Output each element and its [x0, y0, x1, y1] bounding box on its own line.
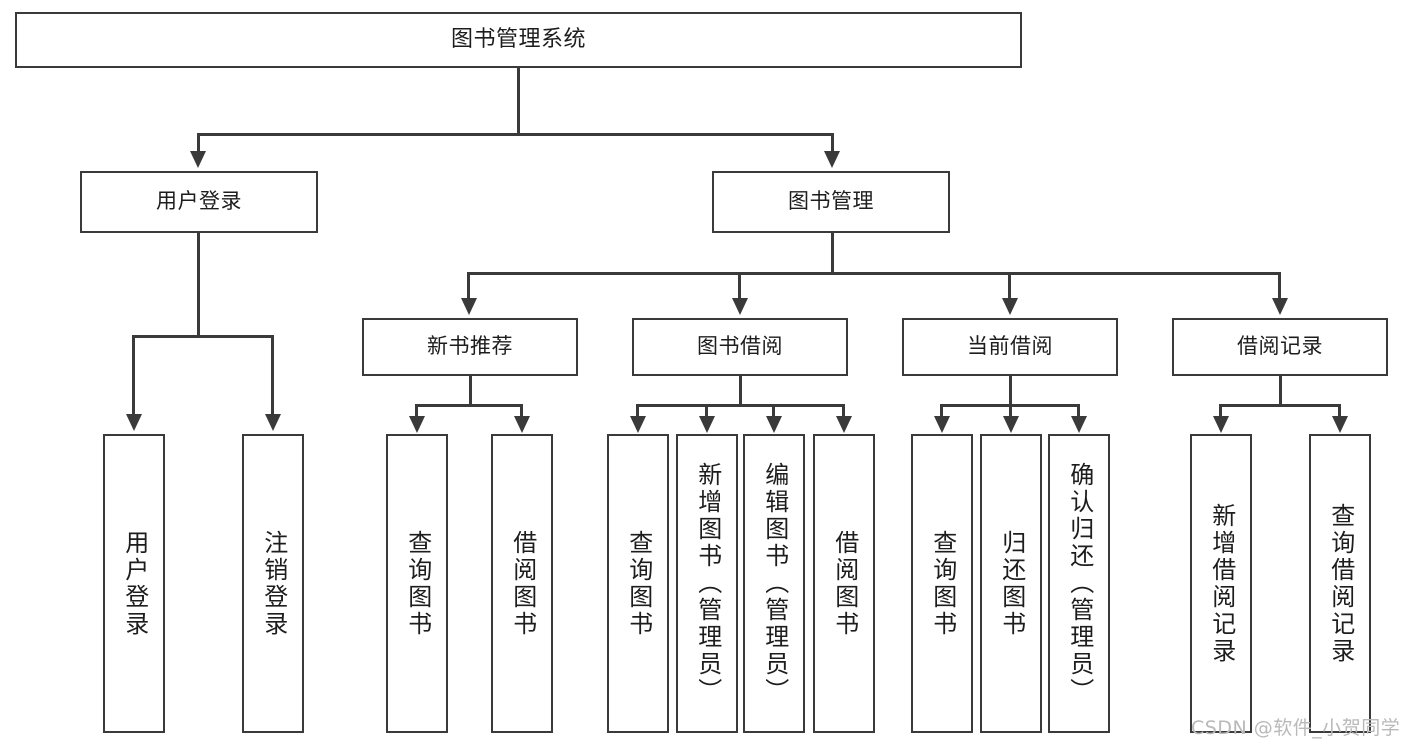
connector-level2-drop-4	[1278, 272, 1281, 300]
arrow-borrow-record-leaf-2	[1332, 416, 1348, 433]
node-label: 借阅记录	[1237, 334, 1323, 359]
node-user-login[interactable]: 用户登录	[80, 171, 318, 233]
node-label: 查询图书	[403, 529, 432, 638]
connector-to-book-management	[831, 133, 834, 153]
arrow-user-login-leaf-1	[126, 414, 142, 431]
connector-borrow-record-bus	[1219, 404, 1341, 407]
arrow-new-book-leaf-1	[409, 416, 425, 433]
leaf-user-login-login[interactable]: 用户登录	[103, 434, 165, 733]
leaf-new-book-borrow[interactable]: 借阅图书	[491, 434, 553, 733]
arrow-book-borrow-leaf-1	[630, 416, 646, 433]
leaf-borrow-record-query[interactable]: 查询借阅记录	[1309, 434, 1371, 733]
connector-book-borrow-bus	[636, 404, 845, 407]
arrow-borrow-record-leaf-1	[1213, 416, 1229, 433]
node-current-borrow[interactable]: 当前借阅	[902, 318, 1118, 376]
arrow-level2-4	[1272, 298, 1288, 315]
connector-borrow-record-drop-2	[1338, 404, 1341, 418]
node-label: 图书管理系统	[450, 27, 586, 53]
leaf-current-borrow-return[interactable]: 归还图书	[980, 434, 1042, 733]
arrow-new-book-leaf-2	[514, 416, 530, 433]
leaf-book-borrow-add[interactable]: 新增图书（管理员）	[676, 434, 738, 733]
node-label: 新增借阅记录	[1207, 502, 1236, 665]
node-book-borrow[interactable]: 图书借阅	[632, 318, 848, 376]
node-label: 新书推荐	[427, 334, 513, 359]
node-label: 新增图书（管理员）	[693, 462, 722, 705]
arrow-book-borrow-leaf-3	[766, 416, 782, 433]
leaf-user-login-logout[interactable]: 注销登录	[242, 434, 304, 733]
leaf-book-borrow-edit[interactable]: 编辑图书（管理员）	[743, 434, 805, 733]
node-label: 用户登录	[156, 189, 242, 214]
connector-book-borrow-drop-1	[636, 404, 639, 418]
arrow-current-borrow-leaf-3	[1071, 416, 1087, 433]
connector-user-login-bus	[132, 335, 273, 338]
leaf-current-borrow-confirm-return[interactable]: 确认归还（管理员）	[1048, 434, 1110, 733]
node-label: 用户登录	[120, 529, 149, 638]
connector-new-book-drop-2	[520, 404, 523, 418]
connector-new-book-drop-1	[415, 404, 418, 418]
node-label: 图书借阅	[697, 334, 783, 359]
node-book-management[interactable]: 图书管理	[712, 171, 950, 233]
connector-level1-bus	[197, 133, 834, 136]
connector-user-login-drop-1	[132, 335, 135, 416]
node-label: 查询借阅记录	[1326, 502, 1355, 665]
arrow-to-user-login	[190, 151, 206, 168]
connector-current-borrow-drop-1	[940, 404, 943, 418]
node-label: 借阅图书	[830, 529, 859, 638]
arrow-book-borrow-leaf-2	[699, 416, 715, 433]
connector-root-stem	[517, 68, 520, 135]
connector-current-borrow-drop-3	[1077, 404, 1080, 418]
csdn-watermark: CSDN @软件_小贺同学	[1191, 717, 1401, 739]
leaf-new-book-query[interactable]: 查询图书	[386, 434, 448, 733]
connector-level2-drop-3	[1008, 272, 1011, 300]
node-label: 图书管理	[788, 189, 874, 214]
arrow-level2-3	[1002, 298, 1018, 315]
node-root-book-management-system[interactable]: 图书管理系统	[15, 12, 1022, 68]
connector-current-borrow-stem	[1009, 376, 1012, 406]
node-label: 编辑图书（管理员）	[760, 462, 789, 705]
node-label: 借阅图书	[508, 529, 537, 638]
node-label: 归还图书	[997, 529, 1026, 638]
connector-book-borrow-drop-4	[842, 404, 845, 418]
arrow-book-borrow-leaf-4	[836, 416, 852, 433]
connector-borrow-record-drop-1	[1219, 404, 1222, 418]
node-label: 查询图书	[928, 529, 957, 638]
node-label: 注销登录	[259, 529, 288, 638]
connector-level2-drop-2	[738, 272, 741, 300]
connector-level2-bus	[467, 272, 1281, 275]
connector-user-login-drop-2	[271, 335, 274, 416]
arrow-to-book-management	[824, 151, 840, 168]
node-label: 查询图书	[624, 529, 653, 638]
connector-user-login-stem	[197, 233, 200, 337]
arrow-level2-1	[461, 298, 477, 315]
connector-current-borrow-drop-2	[1009, 404, 1012, 418]
arrow-level2-2	[732, 298, 748, 315]
connector-book-management-stem	[831, 233, 834, 274]
node-new-book-recommend[interactable]: 新书推荐	[362, 318, 578, 376]
connector-borrow-record-stem	[1279, 376, 1282, 406]
connector-book-borrow-drop-2	[705, 404, 708, 418]
connector-book-borrow-stem	[739, 376, 742, 406]
node-label: 当前借阅	[967, 334, 1053, 359]
leaf-book-borrow-borrow[interactable]: 借阅图书	[813, 434, 875, 733]
connector-level2-drop-1	[467, 272, 470, 300]
connector-new-book-stem	[469, 376, 472, 406]
leaf-borrow-record-add[interactable]: 新增借阅记录	[1190, 434, 1252, 733]
arrow-user-login-leaf-2	[265, 414, 281, 431]
connector-to-user-login	[197, 133, 200, 153]
connector-new-book-bus	[415, 404, 523, 407]
arrow-current-borrow-leaf-1	[934, 416, 950, 433]
leaf-current-borrow-query[interactable]: 查询图书	[911, 434, 973, 733]
leaf-book-borrow-query[interactable]: 查询图书	[607, 434, 669, 733]
arrow-current-borrow-leaf-2	[1003, 416, 1019, 433]
node-label: 确认归还（管理员）	[1065, 462, 1094, 705]
connector-book-borrow-drop-3	[772, 404, 775, 418]
node-borrow-record[interactable]: 借阅记录	[1172, 318, 1388, 376]
